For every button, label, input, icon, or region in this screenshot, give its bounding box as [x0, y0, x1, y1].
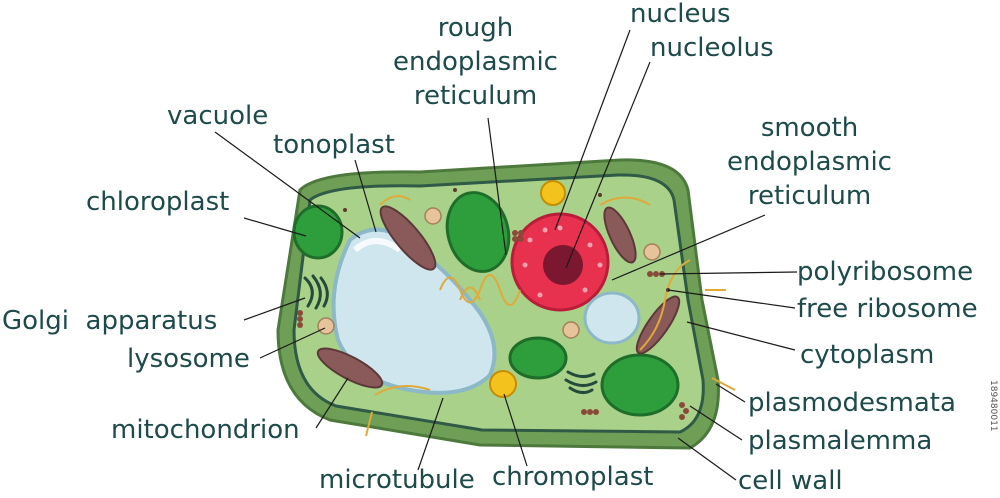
label-lysosome: lysosome	[127, 344, 250, 374]
label-nucleolus: nucleolus	[650, 33, 774, 63]
label-vacuole: vacuole	[167, 101, 268, 131]
chromoplast-1	[541, 181, 565, 205]
nucleolus	[543, 245, 583, 285]
label-chromoplast: chromoplast	[492, 462, 653, 492]
label-free-ribosome: free ribosome	[797, 294, 978, 324]
label-smooth-er: smooth endoplasmic reticulum	[702, 111, 917, 213]
chloroplast-4	[602, 355, 678, 415]
label-golgi-apparatus: Golgi apparatus	[2, 306, 217, 336]
label-tonoplast: tonoplast	[273, 130, 395, 160]
chromoplast-2	[490, 371, 516, 397]
label-microtubule: microtubule	[319, 465, 475, 495]
stock-id: 189480011	[988, 380, 998, 432]
label-cell-wall: cell wall	[738, 466, 843, 496]
label-cytoplasm: cytoplasm	[800, 340, 934, 370]
label-polyribosome: polyribosome	[797, 257, 973, 287]
label-plasmodesmata: plasmodesmata	[748, 388, 956, 418]
label-chloroplast: chloroplast	[86, 187, 229, 217]
label-mitochondrion: mitochondrion	[111, 415, 300, 445]
label-plasmalemma: plasmalemma	[748, 426, 932, 456]
label-nucleus: nucleus	[630, 0, 731, 29]
chloroplast-3	[510, 338, 566, 378]
chloroplast-1	[294, 206, 342, 258]
label-rough-er: rough endoplasmic reticulum	[368, 11, 583, 113]
